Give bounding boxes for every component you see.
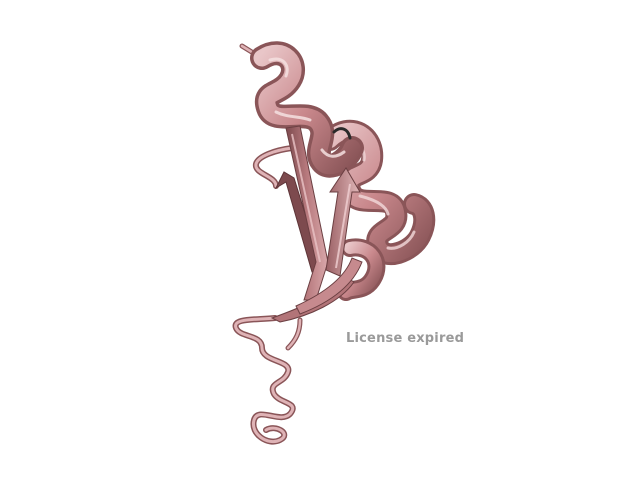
loop-region-left	[253, 145, 295, 189]
alpha-helix-lower	[337, 238, 386, 301]
loop-region-lower	[232, 315, 303, 445]
alpha-helix-top	[239, 41, 364, 178]
beta-sheet	[270, 125, 363, 323]
license-watermark: License expired	[346, 331, 465, 346]
